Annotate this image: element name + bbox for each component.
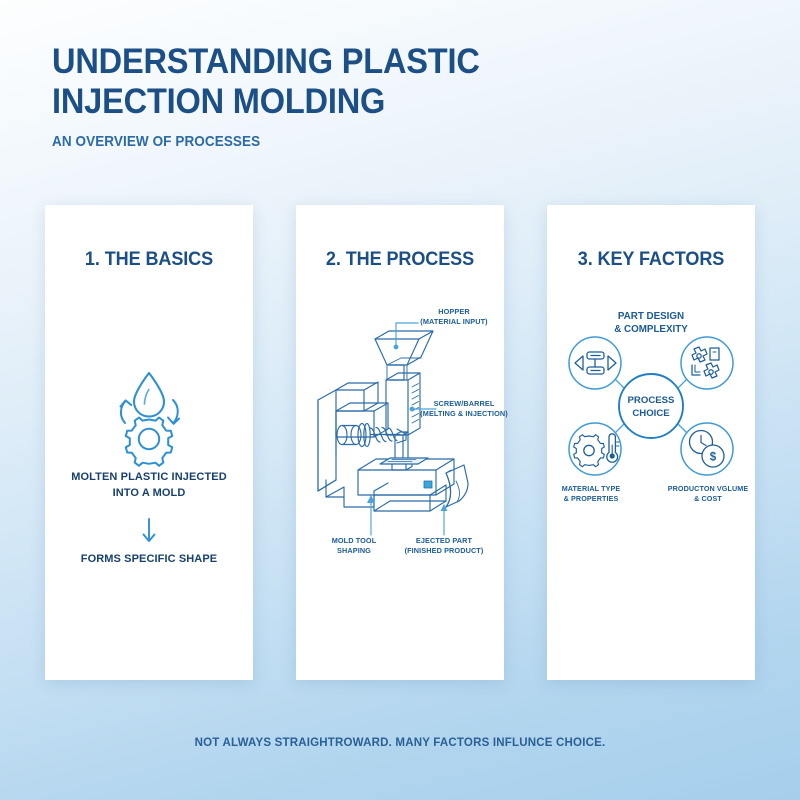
page-title: UNDERSTANDING PLASTIC INJECTION MOLDING	[52, 42, 480, 121]
card-1-primary-text: MOLTEN PLASTIC INJECTED INTO A MOLD	[45, 470, 253, 502]
card-3-title: 3. KEY FACTORS	[577, 249, 725, 270]
part-design-line2: & COMPLEXITY	[614, 324, 688, 335]
card-1-body: MOLTEN PLASTIC INJECTED INTO A MOLD FORM…	[45, 295, 253, 680]
label-ejected-line1: EJECTED PART	[416, 536, 473, 545]
label-screw-line1: SCREW/BARREL	[434, 399, 495, 408]
card-the-basics[interactable]: 1. THE BASICS	[45, 205, 253, 680]
part-design-line1: PART DESIGN	[618, 311, 684, 322]
label-volume-line2: & COST	[694, 494, 722, 503]
card-1-title: 1. THE BASICS	[84, 249, 214, 270]
hub-line2: CHOICE	[632, 408, 670, 419]
card-the-process[interactable]: 2. THE PROCESS	[296, 205, 508, 680]
injection-molding-machine-diagram: HOPPER (MATERIAL INPUT) SCREW/BARREL (ME…	[296, 295, 508, 575]
label-screw-line2: (MELTING & INJECTION)	[420, 409, 508, 418]
label-hopper-line2: (MATERIAL INPUT)	[420, 317, 488, 326]
label-material-line1: MATERIAL TYPE	[562, 484, 621, 493]
node-material-type	[568, 422, 622, 476]
label-hopper-line1: HOPPER	[438, 307, 470, 316]
header: UNDERSTANDING PLASTIC INJECTION MOLDING …	[52, 42, 652, 150]
down-arrow-icon	[140, 517, 158, 545]
hub-circle	[618, 373, 684, 439]
card-2-body: HOPPER (MATERIAL INPUT) SCREW/BARREL (ME…	[296, 295, 508, 680]
card-2-title: 2. THE PROCESS	[325, 249, 475, 270]
hub-line1: PROCESS	[628, 395, 676, 406]
card-3-body: PART DESIGN & COMPLEXITY	[547, 295, 755, 680]
node-complex-shapes	[680, 336, 734, 390]
molten-drop-gear-icon	[103, 363, 195, 467]
node-production-volume: $	[680, 422, 734, 476]
label-volume-line1: PRODUCTON VGLUME	[668, 484, 749, 493]
footer-note: NOT ALWAYS STRAIGHTROWARD. MANY FACTORS …	[194, 735, 606, 749]
label-ejected-line2: (FINISHED PRODUCT)	[405, 546, 484, 555]
cards-row: 1. THE BASICS	[45, 205, 755, 680]
label-mold-line1: MOLD TOOL	[332, 536, 377, 545]
card-key-factors[interactable]: 3. KEY FACTORS PART DESIGN & COMPLEXITY	[547, 205, 755, 680]
page-subtitle: AN OVERVIEW OF PROCESSES	[52, 133, 261, 151]
card-1-line-2: INTO A MOLD	[112, 486, 186, 499]
card-1-secondary-text: FORMS SPECIFIC SHAPE	[80, 553, 218, 565]
node-dimensions	[568, 336, 622, 390]
label-material-line2: & PROPERTIES	[564, 494, 619, 503]
card-1-line-1: MOLTEN PLASTIC INJECTED	[71, 471, 227, 483]
process-choice-hub-diagram: PART DESIGN & COMPLEXITY	[547, 295, 755, 545]
label-mold-line2: SHAPING	[337, 546, 371, 555]
svg-text:$: $	[710, 452, 717, 464]
